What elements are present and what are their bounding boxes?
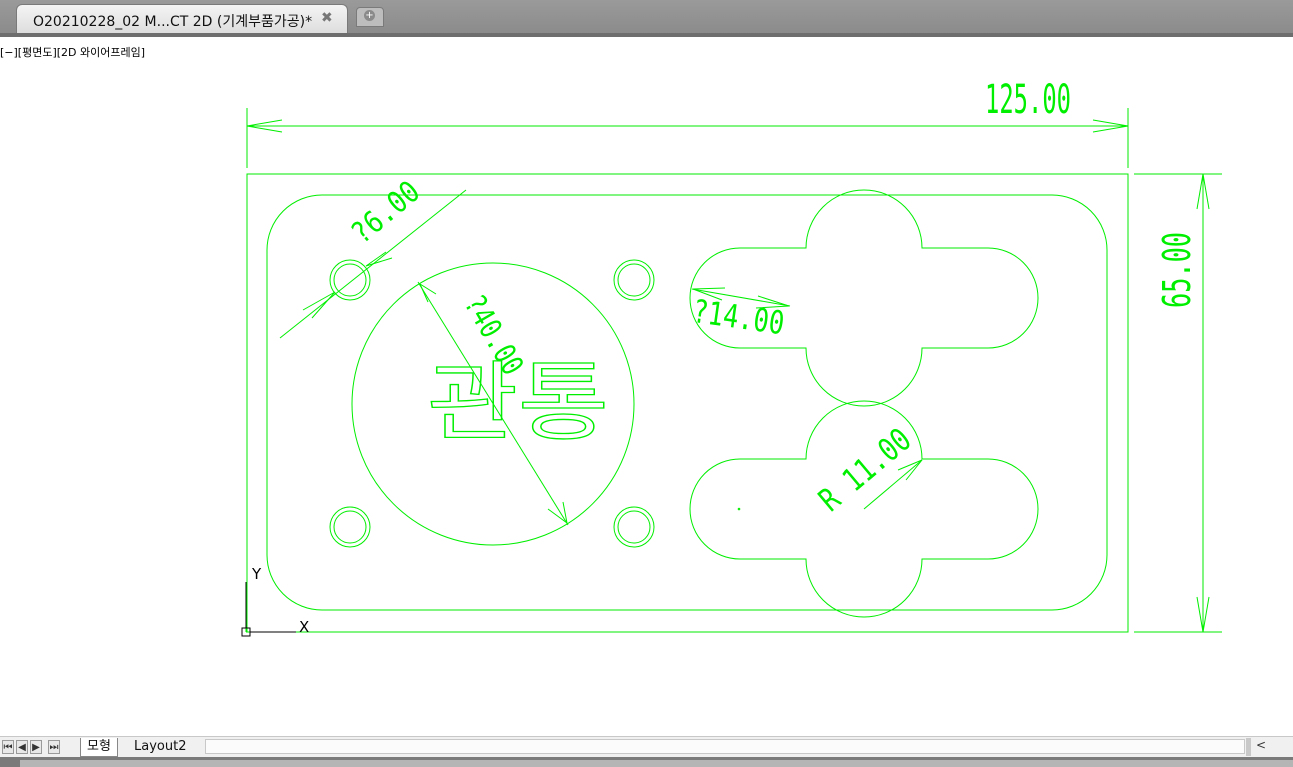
scroll-left-icon[interactable]: < — [1256, 738, 1267, 752]
plate-outline — [246, 173, 1129, 633]
tab-model[interactable]: 모형 — [80, 738, 118, 757]
first-tab-icon[interactable]: ⏮ — [2, 740, 14, 754]
width-dimension — [246, 108, 1129, 168]
height-dimension — [1134, 173, 1222, 633]
radius-dimension-text: R 11.00 — [811, 420, 918, 519]
ucs-x-label: X — [299, 618, 309, 636]
document-tab-title: O20210228_02 M...CT 2D (기계부품가공)* — [33, 14, 313, 30]
small-hole-bottom-right — [613, 506, 655, 548]
width-dimension-text: 125.00 — [985, 77, 1071, 123]
tab-layout2[interactable]: Layout2 — [134, 739, 187, 754]
status-bar-fill — [20, 760, 1293, 767]
close-tab-icon[interactable]: ✖ — [321, 10, 333, 26]
upper-slot-diameter-text: ?14.00 — [690, 292, 786, 342]
layout-tab-bar: ⏮ ◀ ▶ ⏭ 모형 Layout2 < — [0, 736, 1293, 757]
upper-slot — [689, 189, 1039, 407]
ucs-y-label: Y — [251, 565, 262, 583]
document-tab[interactable]: O20210228_02 M...CT 2D (기계부품가공)* ✖ — [16, 4, 348, 35]
large-bore-circle — [351, 262, 635, 546]
engraved-text: 관통 — [427, 353, 609, 453]
ucs-icon — [241, 582, 296, 637]
next-tab-icon[interactable]: ▶ — [30, 740, 42, 754]
small-hole-diameter-text: ?6.00 — [345, 174, 427, 251]
prev-tab-icon[interactable]: ◀ — [16, 740, 28, 754]
large-bore-diameter-leader — [417, 281, 569, 526]
status-bar — [0, 757, 1293, 767]
lower-slot-center-mark — [737, 507, 741, 511]
radius-leader — [863, 459, 923, 510]
tab-underline — [0, 33, 1293, 37]
small-hole-top-left — [329, 259, 371, 301]
rounded-inner-outline — [266, 194, 1108, 611]
small-hole-top-right — [613, 259, 655, 301]
height-dimension-text: 65.00 — [1155, 232, 1199, 308]
lower-slot — [689, 400, 1039, 618]
scrollbar-splitter[interactable] — [1246, 738, 1251, 756]
viewport-controls-label[interactable]: [−][평면도][2D 와이어프레임] — [0, 46, 146, 59]
document-tab-bar: O20210228_02 M...CT 2D (기계부품가공)* ✖ + — [0, 0, 1293, 37]
upper-slot-diameter-leader — [691, 287, 791, 309]
new-tab-button[interactable]: + — [356, 7, 384, 27]
small-hole-bottom-left — [329, 506, 371, 548]
small-hole-diameter-leader — [279, 189, 467, 339]
plus-icon: + — [364, 10, 375, 21]
last-tab-icon[interactable]: ⏭ — [48, 740, 60, 754]
horizontal-scrollbar[interactable] — [205, 739, 1245, 754]
